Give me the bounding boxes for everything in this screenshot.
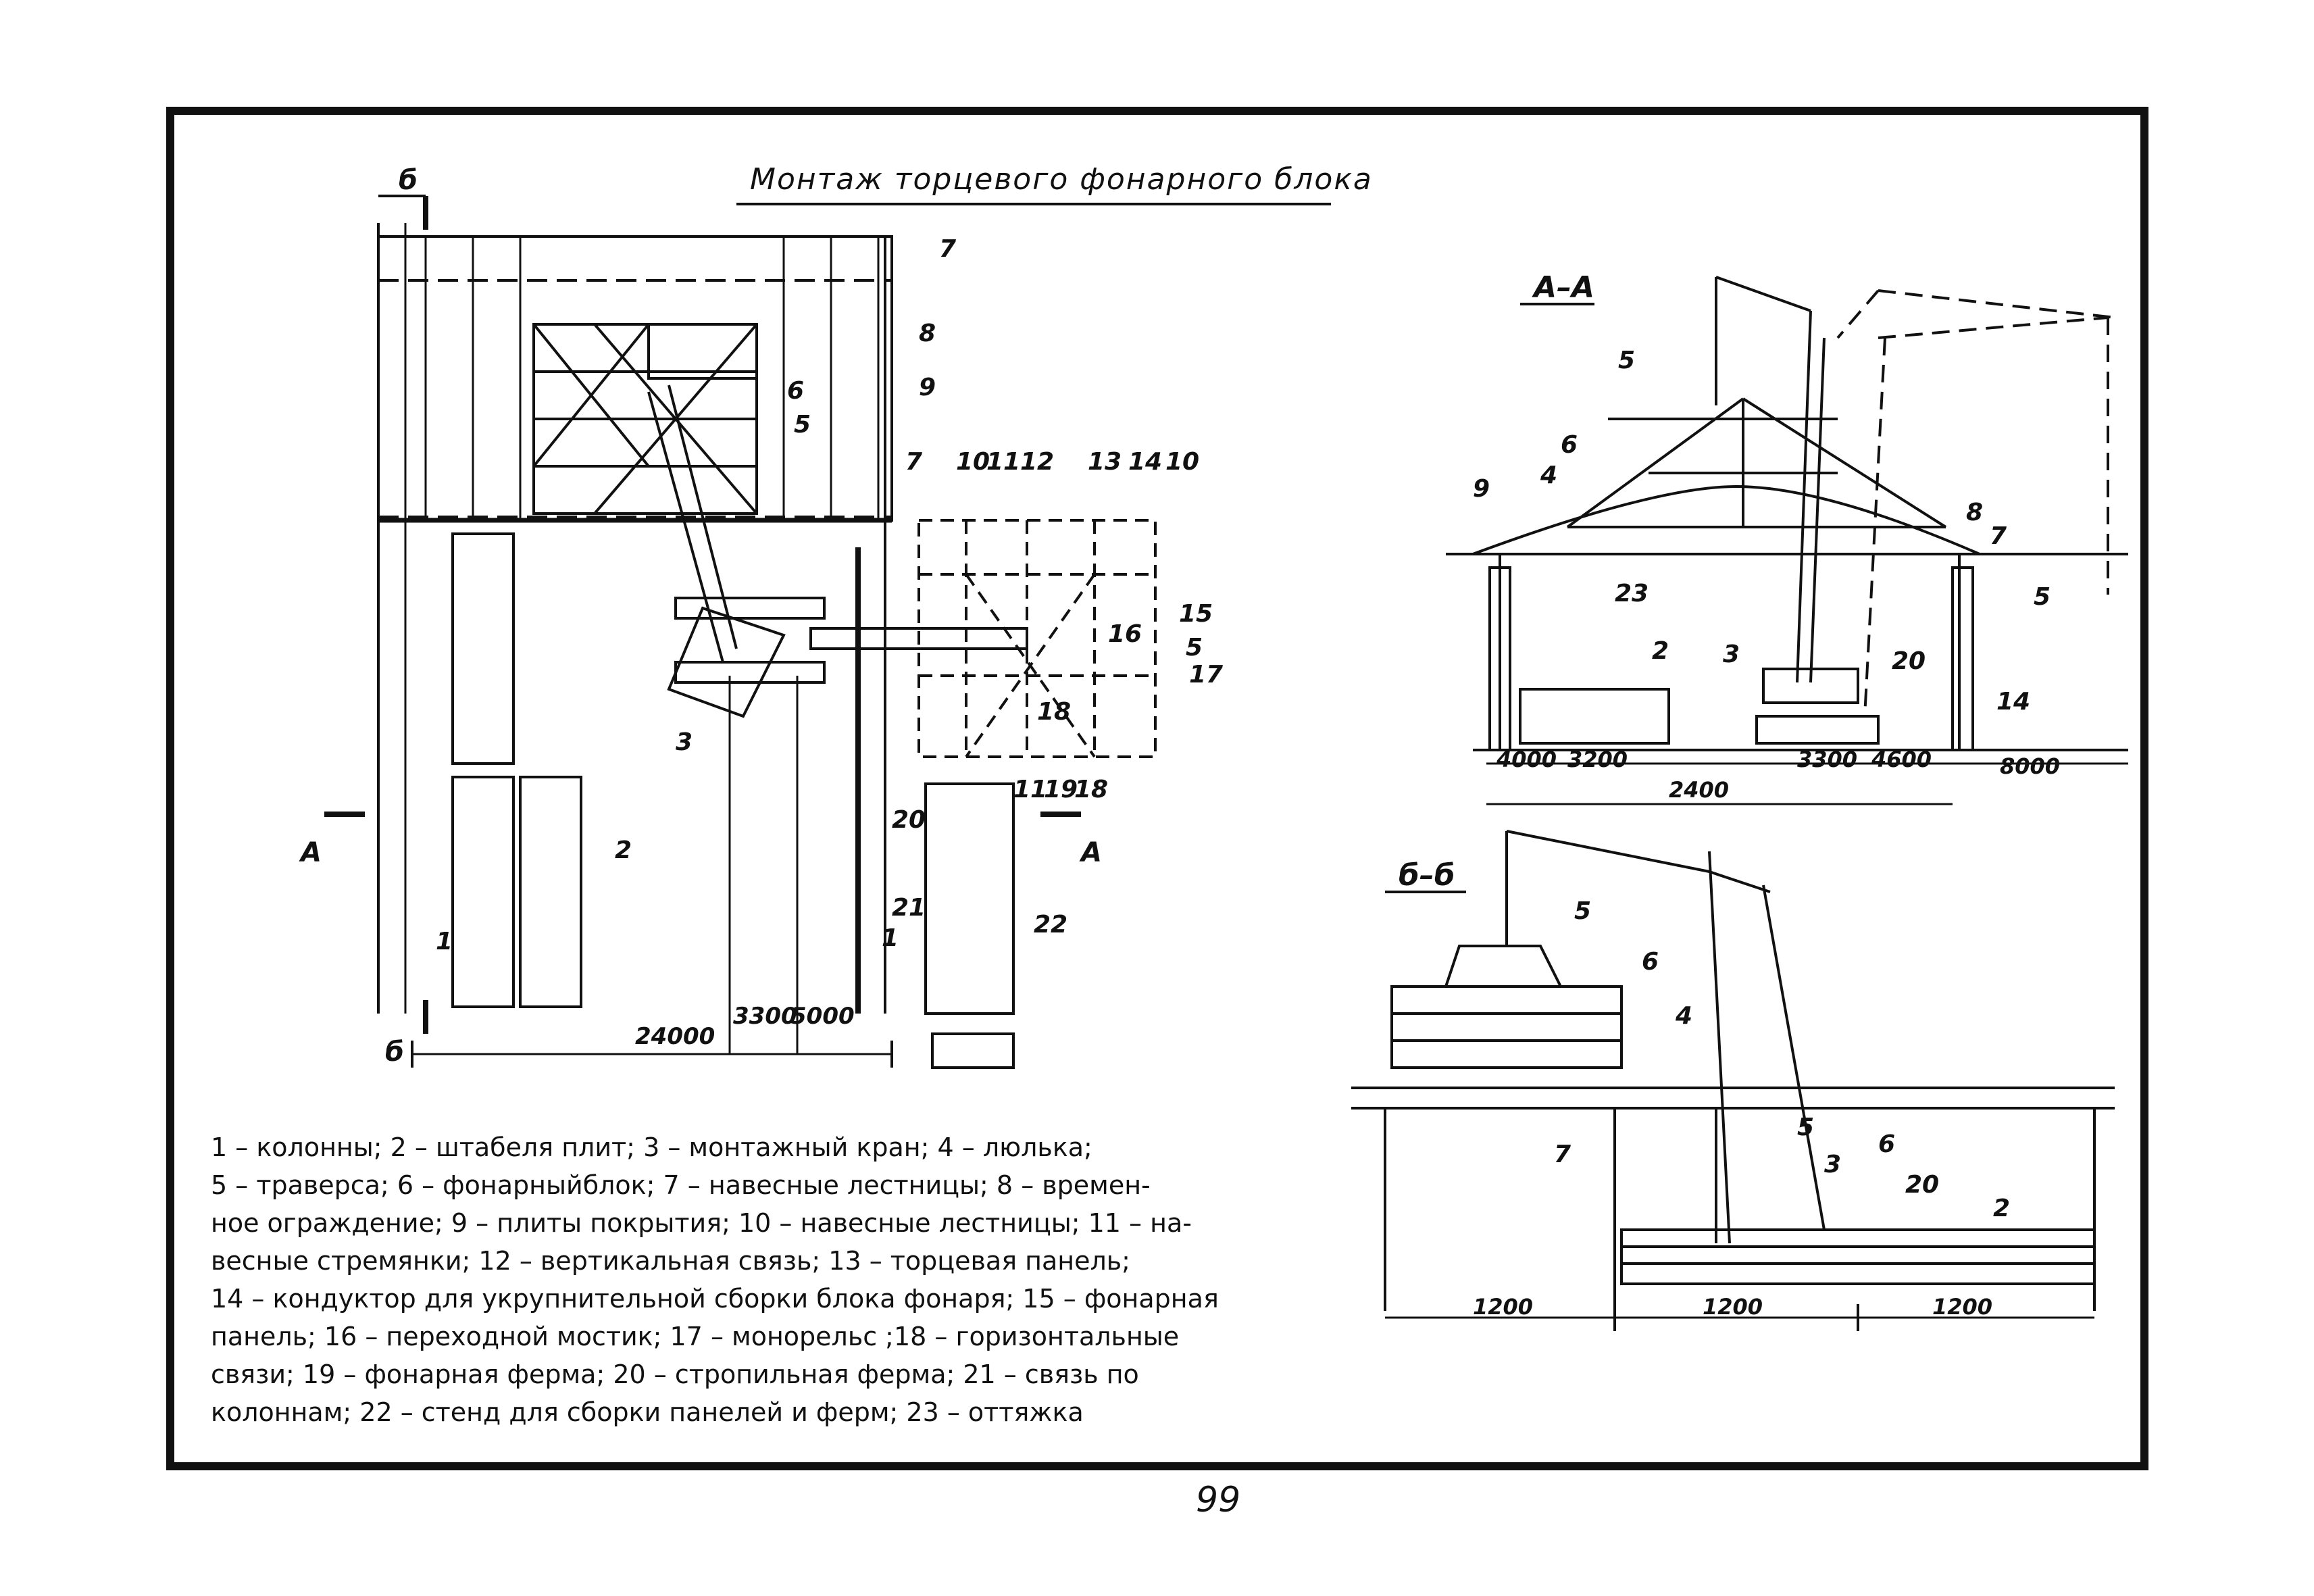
plan-label: 22 — [1034, 911, 1067, 939]
sheet-frame — [166, 107, 2148, 1470]
aa-dim: 2400 — [1669, 777, 1729, 803]
plan-label: 7 — [905, 448, 922, 476]
aa-label: 9 — [1473, 475, 1490, 503]
plan-label: 16 — [1108, 620, 1142, 648]
plan-label: 19 — [1044, 776, 1078, 803]
plan-label: 8 — [919, 320, 936, 347]
plan-label: 12 — [1020, 448, 1054, 476]
legend-line: 5 – траверса; 6 – фонарныйблок; 7 – наве… — [211, 1170, 1151, 1200]
legend-line: связи; 19 – фонарная ферма; 20 – стропил… — [211, 1360, 1139, 1389]
bb-label: 5 — [1797, 1114, 1814, 1141]
plan-label: 6 — [787, 377, 804, 405]
plan-label: 15 — [1179, 600, 1213, 628]
aa-label: 4 — [1540, 462, 1557, 489]
legend: 1 – колонны; 2 – штабеля плит; 3 – монта… — [211, 1128, 1319, 1431]
plan-cut-a-right: А — [1079, 837, 1102, 868]
plan-label: 5 — [1186, 634, 1203, 662]
bb-label: 6 — [1642, 948, 1659, 976]
plan-label: 11 — [1013, 776, 1047, 803]
legend-line: 1 – колонны; 2 – штабеля плит; 3 – монта… — [211, 1132, 1092, 1162]
bb-label: 20 — [1905, 1171, 1939, 1199]
plan-cut-b-bottom: б — [385, 1037, 404, 1068]
plan-label: 5 — [794, 411, 811, 439]
aa-dim: 3200 — [1567, 747, 1628, 772]
plan-label: 10 — [1165, 448, 1199, 476]
legend-line: колоннам; 22 – стенд для сборки панелей … — [211, 1397, 1084, 1427]
aa-dim: 8000 — [2000, 753, 2060, 779]
plan-label: 9 — [919, 374, 936, 401]
plan-label: 1 — [436, 928, 453, 955]
plan-label: 20 — [892, 806, 926, 834]
aa-label: 3 — [1723, 641, 1740, 668]
aa-dim: 3300 — [1797, 747, 1857, 772]
plan-label: 2 — [615, 837, 632, 864]
plan-cut-a-left: А — [299, 837, 322, 868]
aa-label: 20 — [1892, 647, 1926, 675]
plan-label: 18 — [1037, 698, 1071, 726]
aa-dim: 4000 — [1496, 747, 1557, 772]
aa-label: 5 — [2034, 583, 2051, 611]
bb-label: 6 — [1878, 1130, 1895, 1158]
aa-dim: 4600 — [1871, 747, 1932, 772]
aa-label: 2 — [1652, 637, 1669, 665]
plan-label: 21 — [892, 894, 926, 922]
section-b-b — [1351, 830, 2115, 1331]
section-aa-title: А–А — [1532, 270, 1594, 305]
bb-dim: 1200 — [1473, 1294, 1533, 1320]
page-number: 99 — [1196, 1480, 1241, 1520]
bb-label: 3 — [1824, 1151, 1841, 1178]
aa-label: 8 — [1966, 499, 1983, 526]
section-bb-title: б–б — [1399, 858, 1455, 893]
bb-label: 4 — [1675, 1002, 1692, 1030]
aa-label: 7 — [1990, 522, 2007, 550]
legend-line: весные стремянки; 12 – вертикальная связ… — [211, 1246, 1130, 1276]
plan-label: 7 — [939, 235, 956, 263]
plan-label: 10 — [956, 448, 990, 476]
plan-dim: 3300 — [733, 1003, 797, 1030]
aa-label: 23 — [1615, 580, 1649, 607]
bb-label: 2 — [1993, 1195, 2010, 1222]
plan-label: 1 — [882, 924, 899, 952]
aa-label: 6 — [1561, 431, 1578, 459]
plan-dim: 24000 — [635, 1023, 715, 1050]
bb-label: 7 — [1554, 1141, 1571, 1168]
bb-label: 5 — [1574, 897, 1591, 925]
plan-dim: 5000 — [790, 1003, 855, 1030]
legend-line: панель; 16 – переходной мостик; 17 – мон… — [211, 1322, 1180, 1351]
bb-dim: 1200 — [1703, 1294, 1763, 1320]
plan-label: 18 — [1074, 776, 1108, 803]
aa-label: 5 — [1618, 347, 1635, 374]
drawing-title: Монтаж торцевого фонарного блока — [750, 162, 1373, 197]
bb-dim: 1200 — [1932, 1294, 1992, 1320]
plan-label: 13 — [1088, 448, 1122, 476]
legend-line: 14 – кондуктор для укрупнительной сборки… — [211, 1284, 1219, 1314]
plan-label: 14 — [1128, 448, 1162, 476]
plan-label: 3 — [676, 728, 693, 756]
title-underline — [736, 203, 1331, 205]
legend-line: ное ограждение; 9 – плиты покрытия; 10 –… — [211, 1208, 1192, 1238]
section-a-a — [1446, 276, 2128, 805]
plan-view — [324, 195, 1157, 1069]
plan-label: 17 — [1189, 661, 1223, 689]
aa-label: 14 — [1996, 688, 2030, 716]
plan-label: 11 — [986, 448, 1020, 476]
plan-cut-b-top: б — [399, 165, 418, 196]
